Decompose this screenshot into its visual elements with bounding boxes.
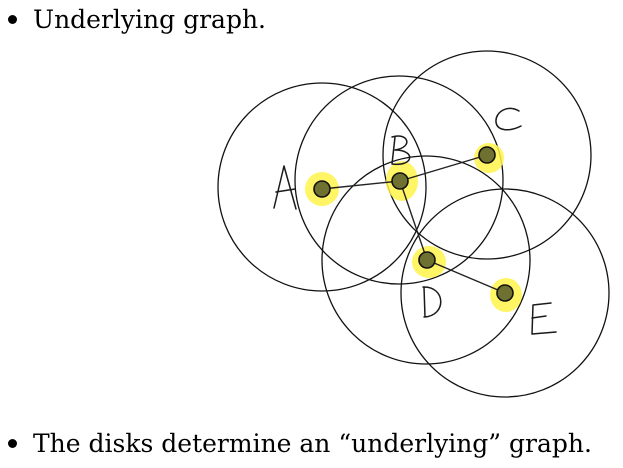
bullet-underlying-graph: Underlying graph.	[8, 7, 266, 32]
node-e	[496, 284, 514, 302]
disk-d	[321, 155, 531, 365]
label-e: E	[531, 302, 557, 335]
bullet-dot	[8, 439, 17, 448]
disk-b	[294, 75, 504, 285]
bullet-text-top: Underlying graph.	[33, 5, 266, 34]
edge-a-b	[321, 180, 401, 190]
edges-layer	[321, 154, 506, 294]
node-d	[418, 251, 436, 269]
bullet-disks-determine: The disks determine an “underlying” grap…	[8, 431, 592, 456]
label-b: B	[391, 135, 411, 166]
disk-a	[217, 82, 427, 292]
node-c	[478, 146, 496, 164]
disks-layer	[217, 50, 610, 398]
node-b	[391, 172, 409, 190]
label-c: C	[495, 107, 522, 131]
label-a-text: A	[285, 186, 286, 189]
label-e-text: E	[544, 319, 545, 321]
bullet-dot	[8, 15, 17, 24]
bullet-text-bottom: The disks determine an “underlying” grap…	[33, 429, 592, 458]
edge-d-e	[426, 259, 506, 294]
edge-b-c	[399, 154, 488, 182]
node-a	[313, 180, 331, 198]
label-a: A	[273, 165, 297, 210]
label-d: D	[422, 286, 442, 318]
label-c-text: C	[508, 117, 509, 119]
disk-c	[382, 50, 592, 260]
handwritten-labels: A B C D E	[273, 107, 557, 335]
label-d-text: D	[432, 301, 433, 303]
nodes-layer	[313, 146, 514, 302]
edge-b-d	[399, 180, 428, 261]
disk-e	[400, 188, 610, 398]
